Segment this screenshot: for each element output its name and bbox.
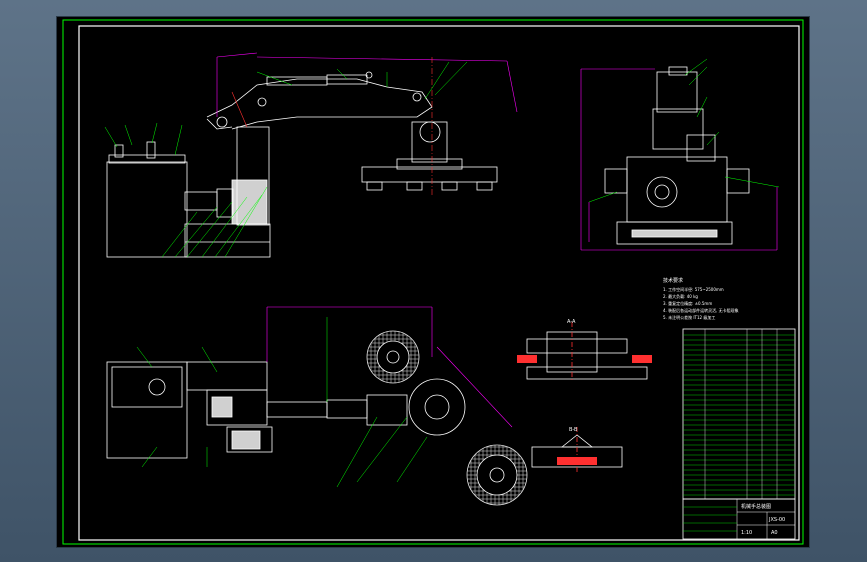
plan-view	[106, 330, 528, 506]
tech-req-line-3: 3. 重复定位精度: ±0.5mm	[663, 300, 712, 306]
drawing-number: JXS-00	[768, 517, 785, 523]
drawing-scale: 1:10	[741, 530, 752, 536]
front-view	[106, 71, 498, 258]
side-view-leaders	[588, 58, 780, 203]
tech-req-line-1: 1. 工作空间半径: 575~2500mm	[663, 286, 724, 292]
tech-req-line-4: 4. 装配后各运动部件运转灵活, 无卡阻现象	[663, 307, 739, 313]
tech-req-line-5: 5. 未注明公差按 IT12 级加工	[663, 314, 715, 320]
section-a-view	[517, 322, 652, 382]
title-block: 机械手总装图 JXS-00 1:10 A0	[682, 498, 796, 540]
section-b-view	[531, 427, 623, 472]
tech-req-title: 技术要求	[663, 277, 683, 284]
drawing-title: 机械手总装图	[741, 503, 771, 510]
plan-view-dimensions	[266, 306, 513, 428]
outer-border	[62, 19, 804, 545]
technical-requirements: 技术要求 1. 工作空间半径: 575~2500mm 2. 最大负载: 40 k…	[663, 277, 739, 320]
drawing-viewport[interactable]: A-A B-B 技术要求 1. 工作空间半径: 575~2500mm 2. 最大…	[56, 16, 810, 548]
front-view-dimensions	[216, 52, 518, 197]
plan-view-leaders	[136, 317, 428, 488]
inner-border	[78, 25, 800, 541]
side-view-dimensions	[580, 68, 778, 251]
parts-list	[682, 328, 796, 500]
tech-req-line-2: 2. 最大负载: 40 kg	[663, 293, 698, 299]
front-view-leaders	[104, 61, 468, 258]
side-view	[604, 66, 750, 245]
section-label-a: A-A	[567, 319, 576, 325]
section-label-b: B-B	[569, 427, 578, 433]
drawing-sheet: A0	[771, 530, 778, 536]
cad-drawing: A-A B-B 技术要求 1. 工作空间半径: 575~2500mm 2. 最大…	[62, 19, 804, 545]
